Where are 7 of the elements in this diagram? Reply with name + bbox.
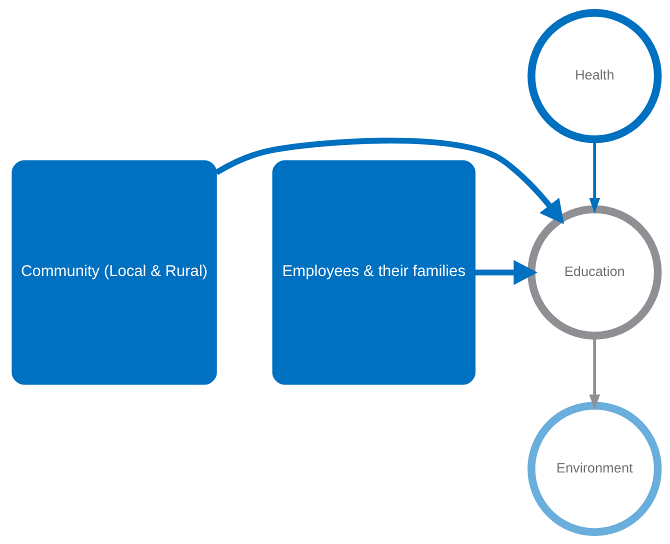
node-circle: Health — [528, 8, 662, 143]
node-circle: Education — [528, 204, 662, 340]
arrow — [214, 137, 564, 224]
arrow — [475, 260, 538, 284]
node-circle: Environment — [528, 401, 662, 536]
node-box: Employees & their families — [272, 160, 476, 384]
node-box: Community (Local & Rural) — [12, 160, 217, 384]
